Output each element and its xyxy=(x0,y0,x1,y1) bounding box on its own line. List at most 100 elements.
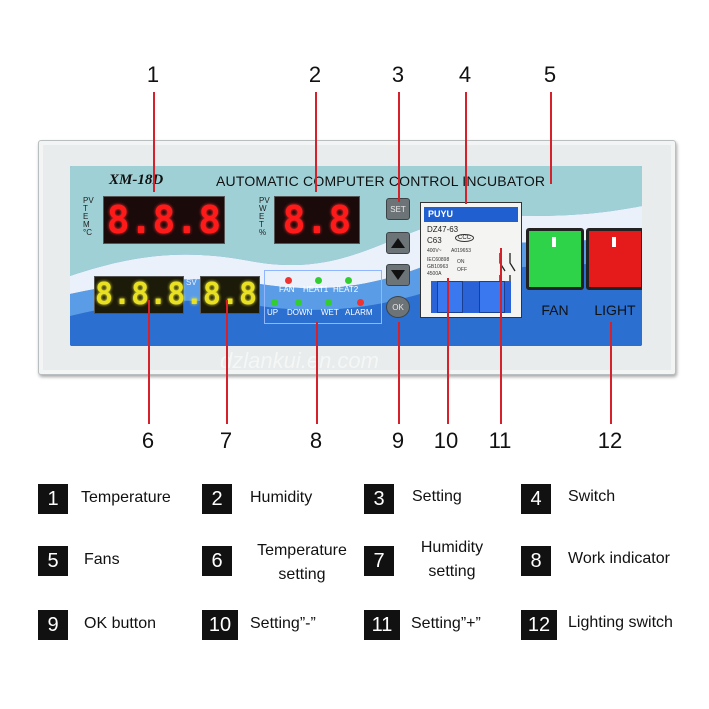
breaker-toggle-body xyxy=(431,281,511,313)
humid-side-e: E xyxy=(259,212,265,221)
callout-11: 11 xyxy=(488,428,512,453)
breaker-brand: PUYU xyxy=(424,207,518,222)
breaker-rating: C63 xyxy=(427,236,442,245)
callout-line-12 xyxy=(610,322,612,424)
callout-line-10 xyxy=(447,278,449,424)
legend-label-11: Setting”+” xyxy=(411,615,481,632)
temp-side-t: T xyxy=(83,204,88,213)
ccc-mark: CCC xyxy=(455,234,474,242)
breaker-standard-1: IEC60898 xyxy=(427,257,450,263)
callout-4: 4 xyxy=(458,62,472,87)
breaker-off-label: OFF xyxy=(457,267,467,273)
wet-indicator-label: WET xyxy=(321,308,339,317)
humid-sv-label: SV xyxy=(186,278,197,287)
callout-line-1 xyxy=(153,92,155,192)
legend-label-5: Fans xyxy=(84,551,120,568)
callout-line-6 xyxy=(148,300,150,424)
legend-badge-4: 4 xyxy=(521,484,551,514)
legend-badge-1: 1 xyxy=(38,484,68,514)
fan-switch[interactable] xyxy=(526,228,584,290)
heat2-indicator-led xyxy=(345,277,352,284)
humid-side-t: T xyxy=(259,220,264,229)
legend-label-12: Lighting switch xyxy=(568,614,673,631)
temp-side-pv: PV xyxy=(83,196,94,205)
legend-label-8: Work indicator xyxy=(568,550,670,567)
minus-button[interactable] xyxy=(386,264,410,286)
legend-badge-6: 6 xyxy=(202,546,232,576)
controller-face: XM-18D AUTOMATIC COMPUTER CONTROL INCUBA… xyxy=(70,166,642,346)
callout-12: 12 xyxy=(597,428,623,453)
callout-2: 2 xyxy=(308,62,322,87)
legend-label-6: Temperature setting xyxy=(246,539,358,587)
legend-badge-12: 12 xyxy=(521,610,557,640)
legend-label-7-line1: Humidity xyxy=(420,539,484,556)
callout-8: 8 xyxy=(309,428,323,453)
light-switch-label: LIGHT xyxy=(594,302,636,318)
callout-line-2 xyxy=(315,92,317,192)
fan-indicator-label: FAN xyxy=(279,285,295,294)
legend-label-7-line2: setting xyxy=(428,563,476,580)
light-switch[interactable] xyxy=(586,228,642,290)
switch-on-mark xyxy=(552,237,556,247)
callout-1: 1 xyxy=(146,62,160,87)
callout-line-7 xyxy=(226,300,228,424)
temp-side-unit: °C xyxy=(83,228,92,237)
work-indicator-panel: FAN HEAT1 HEAT2 UP DOWN WET ALARM xyxy=(264,270,382,324)
power-breaker-switch[interactable]: PUYU DZ47-63 C63 CCC 400V~ A019653 IEC60… xyxy=(420,202,522,318)
plus-button[interactable] xyxy=(386,232,410,254)
legend-label-6-line1: Temperature xyxy=(257,542,347,559)
legend-label-9: OK button xyxy=(84,615,157,632)
alarm-indicator-label: ALARM xyxy=(345,308,373,317)
callout-line-3 xyxy=(398,92,400,202)
legend-badge-5: 5 xyxy=(38,546,68,576)
heat1-indicator-label: HEAT1 xyxy=(303,285,329,294)
humidity-display: 8.8 xyxy=(274,196,360,244)
up-indicator-label: UP xyxy=(267,308,279,317)
legend-badge-8: 8 xyxy=(521,546,551,576)
legend-badge-2: 2 xyxy=(202,484,232,514)
watermark: dzlankui.en.com xyxy=(220,348,379,373)
ok-button-label: OK xyxy=(392,302,404,312)
heat2-indicator-label: HEAT2 xyxy=(333,285,359,294)
brand-model: XM-18D xyxy=(109,172,164,188)
down-indicator-label: DOWN xyxy=(287,308,313,317)
callout-line-5 xyxy=(550,92,552,184)
breaker-symbol-icon xyxy=(499,253,516,283)
legend-label-10: Setting”-” xyxy=(250,615,316,632)
callout-line-9 xyxy=(398,322,400,424)
breaker-voltage: 400V~ xyxy=(427,248,442,254)
legend-label-7: Humidity setting xyxy=(406,536,498,584)
temp-side-m: M xyxy=(83,220,90,229)
breaker-capacity: 4500A xyxy=(427,271,442,277)
callout-5: 5 xyxy=(543,62,557,87)
breaker-standard-2: GB10963 xyxy=(427,264,449,270)
switch-on-mark xyxy=(612,237,616,247)
panel-headline: AUTOMATIC COMPUTER CONTROL INCUBATOR xyxy=(216,173,546,189)
callout-line-8 xyxy=(316,322,318,424)
breaker-toggle-left[interactable] xyxy=(437,281,463,313)
humid-side-pv: PV xyxy=(259,196,270,205)
fan-switch-label: FAN xyxy=(541,302,569,318)
callout-line-11 xyxy=(500,248,502,424)
legend-badge-9: 9 xyxy=(38,610,68,640)
breaker-model: DZ47-63 xyxy=(427,225,459,234)
callout-9: 9 xyxy=(391,428,405,453)
temp-sv-label: SV xyxy=(79,278,90,287)
callout-10: 10 xyxy=(433,428,459,453)
callout-6: 6 xyxy=(141,428,155,453)
legend-label-2: Humidity xyxy=(250,489,313,506)
up-indicator-led xyxy=(271,299,278,306)
temperature-display: 8.8.8 xyxy=(103,196,225,244)
temp-side-label: PV T E M °C xyxy=(83,197,94,237)
callout-7: 7 xyxy=(219,428,233,453)
legend-badge-3: 3 xyxy=(364,484,394,514)
triangle-down-icon xyxy=(391,270,405,280)
down-indicator-led xyxy=(295,299,302,306)
humid-side-unit: % xyxy=(259,228,267,237)
legend-label-3: Setting xyxy=(412,488,462,505)
callout-3: 3 xyxy=(391,62,405,87)
set-button-label: SET xyxy=(390,204,406,214)
humid-side-label: PV W E T % xyxy=(259,197,270,237)
ok-button[interactable]: OK xyxy=(386,296,410,318)
fan-indicator-led xyxy=(285,277,292,284)
